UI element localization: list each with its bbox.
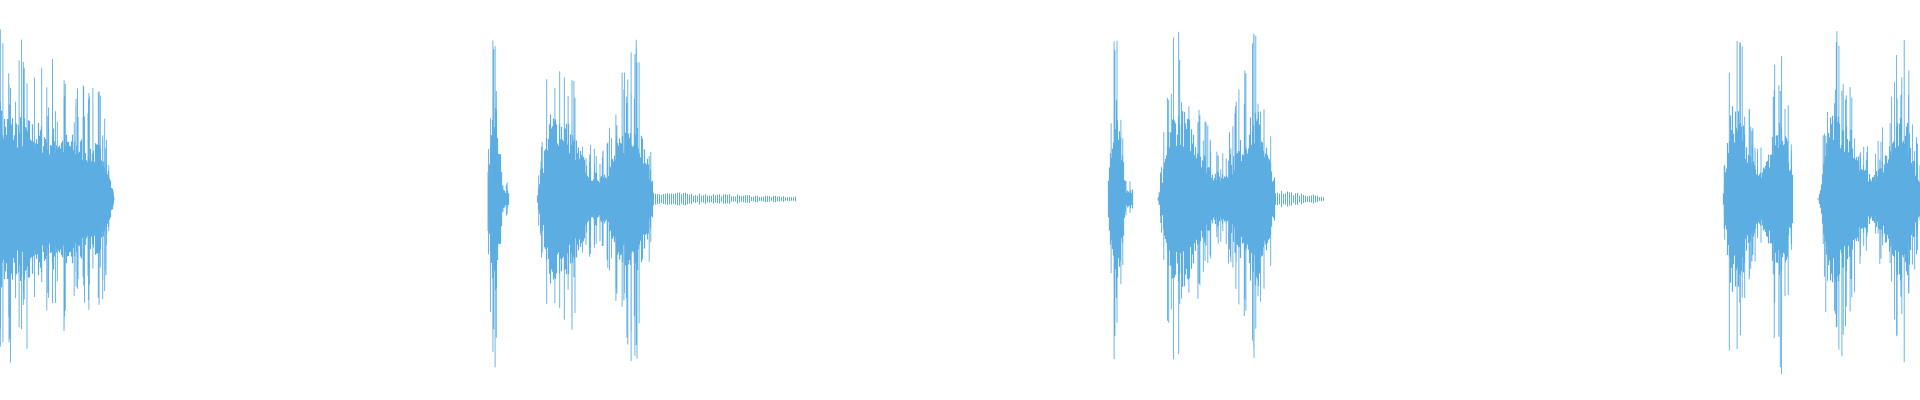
waveform-segment-6 — [1157, 31, 1276, 360]
waveform-segment-4 — [653, 192, 796, 206]
waveform-segment-3 — [536, 39, 654, 362]
waveform-segments — [0, 29, 1920, 375]
waveform-segment-5 — [1107, 40, 1134, 360]
waveform-segment-2 — [487, 40, 510, 368]
waveform-segment-8 — [1722, 41, 1794, 375]
waveform-segment-9 — [1817, 31, 1920, 363]
waveform-segment-1 — [0, 29, 116, 363]
waveform-segment-7 — [1275, 190, 1324, 208]
